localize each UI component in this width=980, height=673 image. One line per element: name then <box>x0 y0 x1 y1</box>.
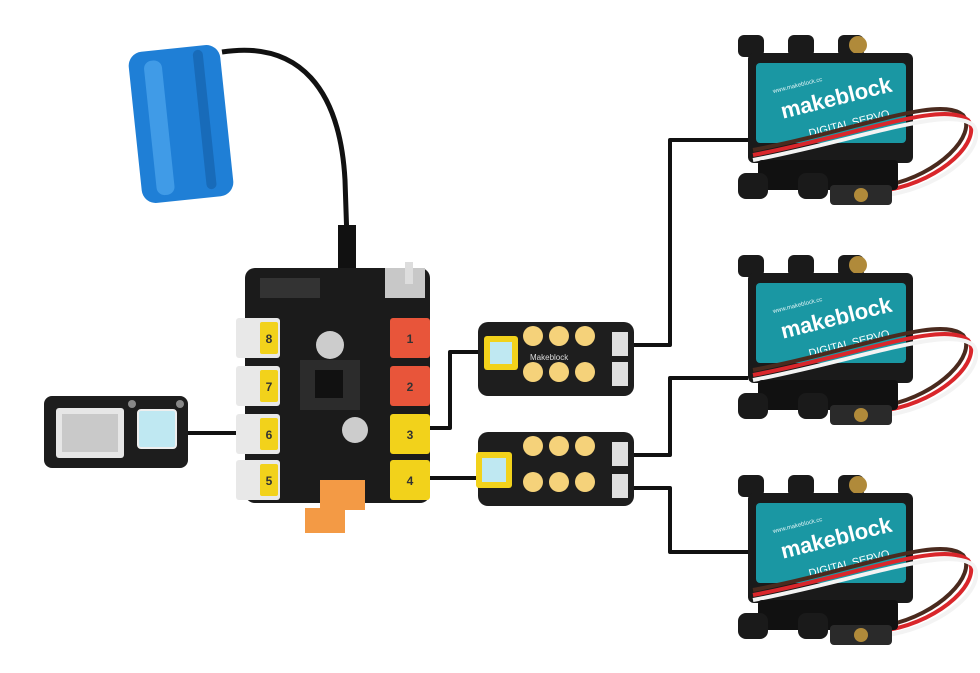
solder-pad <box>549 472 569 492</box>
board-port-3: 3 <box>390 414 430 454</box>
solder-pad <box>575 326 595 346</box>
board-port-7: 7 <box>236 366 280 406</box>
adapter-upper-cable <box>425 350 478 430</box>
board-port-label: 6 <box>266 428 273 442</box>
main-board: 8 7 6 5 1 2 3 4 <box>236 262 430 533</box>
battery-plug <box>338 225 356 280</box>
solder-pad <box>549 326 569 346</box>
solder-pad <box>549 436 569 456</box>
solder-pad <box>575 362 595 382</box>
solder-pad <box>575 472 595 492</box>
solder-pad <box>549 362 569 382</box>
pad-grid-lower <box>523 436 595 492</box>
wiring <box>186 47 748 554</box>
board-port-2: 2 <box>390 366 430 406</box>
bluetooth-module <box>44 396 188 468</box>
adapter-upper: Makeblock <box>478 322 634 396</box>
board-port-1: 1 <box>390 318 430 358</box>
board-port-6: 6 <box>236 414 280 454</box>
board-port-4: 4 <box>390 460 430 500</box>
servo-2-cable <box>632 376 748 457</box>
adapter-upper-brand: Makeblock <box>530 353 569 362</box>
board-port-label: 2 <box>407 380 414 394</box>
adapter-lower <box>476 432 634 506</box>
power-switch <box>305 508 345 533</box>
solder-pad <box>523 436 543 456</box>
solder-pad <box>575 436 595 456</box>
solder-pad <box>523 326 543 346</box>
board-port-label: 3 <box>407 428 414 442</box>
board-port-label: 7 <box>266 380 273 394</box>
power-connector <box>320 480 365 510</box>
port-row: 8 7 6 5 1 2 3 4 <box>236 318 430 500</box>
servo-1-cable <box>632 138 748 347</box>
servo-3-cable <box>632 486 748 554</box>
board-port-label: 8 <box>266 332 273 346</box>
pad-grid-upper <box>523 326 595 382</box>
board-port-label: 5 <box>266 474 273 488</box>
solder-pad <box>523 472 543 492</box>
battery-cable <box>221 47 350 241</box>
solder-pad <box>523 362 543 382</box>
board-port-label: 4 <box>407 474 414 488</box>
board-port-label: 1 <box>407 332 414 346</box>
board-port-5: 5 <box>236 460 280 500</box>
battery-pack <box>128 44 234 204</box>
board-port-8: 8 <box>236 318 280 358</box>
